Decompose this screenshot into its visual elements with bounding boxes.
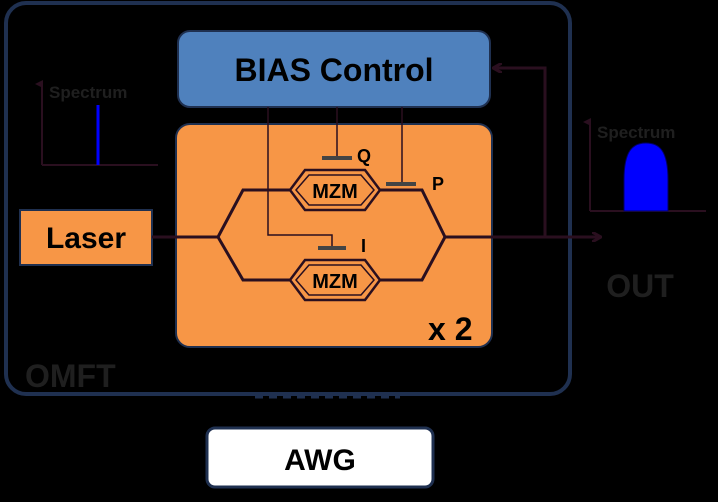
out-label: OUT xyxy=(606,268,674,304)
laser-label: Laser xyxy=(46,222,126,255)
i-label: I xyxy=(361,236,366,256)
q-label: Q xyxy=(357,146,371,166)
mzm-lower-label: MZM xyxy=(312,271,358,293)
p-electrode xyxy=(386,182,416,186)
bias-lines xyxy=(267,107,403,246)
mzm-lower xyxy=(288,258,382,302)
input-spectrum-label: Spectrum xyxy=(49,83,127,102)
optical-path xyxy=(152,68,600,282)
output-spectrum-label: Spectrum xyxy=(597,123,675,142)
multiplier-label: x 2 xyxy=(428,311,472,347)
mzm-upper-label: MZM xyxy=(312,181,358,203)
output-spectrum-shape xyxy=(623,142,669,212)
omft-frame xyxy=(4,1,572,396)
awg-box xyxy=(205,426,435,489)
bias-control-label: BIAS Control xyxy=(234,52,433,88)
mzm-upper xyxy=(288,168,382,212)
q-electrode xyxy=(322,156,352,160)
input-spectrum-plot: Spectrum xyxy=(35,80,158,166)
output-spectrum-plot: Spectrum xyxy=(583,118,706,212)
bias-control-box xyxy=(177,30,491,108)
omft-label: OMFT xyxy=(25,358,116,394)
mzm-upper-inner xyxy=(295,174,375,206)
i-electrode xyxy=(318,246,346,250)
awg-label: AWG xyxy=(284,444,356,477)
p-label: P xyxy=(432,174,444,194)
mzm-lower-inner xyxy=(295,264,375,296)
